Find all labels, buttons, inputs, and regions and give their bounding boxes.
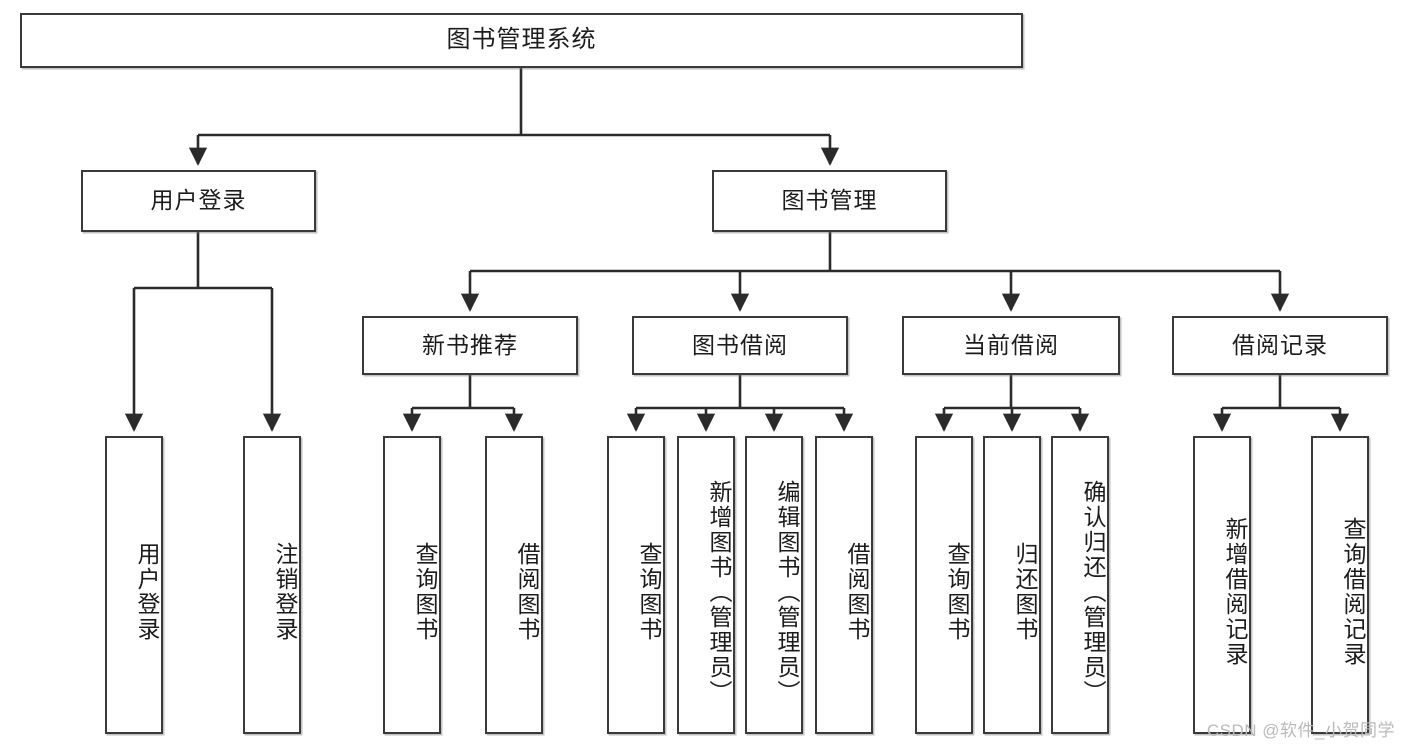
- node-current-borrow-label: 当前借阅: [963, 331, 1059, 358]
- leaf-query-book-2-label: 查询图书: [636, 542, 662, 642]
- watermark: CSDN @软件_小贺同学: [1206, 721, 1395, 740]
- leaf-query-book-1-label: 查询图书: [412, 542, 438, 642]
- node-book-management[interactable]: 图书管理: [712, 170, 947, 232]
- leaf-query-book-2[interactable]: 查询图书: [607, 436, 665, 734]
- leaf-query-record[interactable]: 查询借阅记录: [1311, 436, 1369, 734]
- leaf-add-book[interactable]: 新增图书（管理员）: [677, 436, 735, 734]
- leaf-edit-book[interactable]: 编辑图书（管理员）: [745, 436, 803, 734]
- leaf-borrow-book-1[interactable]: 借阅图书: [485, 436, 543, 734]
- leaf-borrow-book-2-label: 借阅图书: [844, 542, 870, 642]
- node-root[interactable]: 图书管理系统: [20, 13, 1023, 68]
- node-book-management-label: 图书管理: [781, 187, 878, 214]
- leaf-borrow-book-1-label: 借阅图书: [514, 542, 540, 642]
- node-borrow-record[interactable]: 借阅记录: [1172, 316, 1388, 375]
- leaf-query-book-1[interactable]: 查询图书: [383, 436, 441, 734]
- node-user-login[interactable]: 用户登录: [81, 170, 316, 232]
- leaf-add-record[interactable]: 新增借阅记录: [1193, 436, 1251, 734]
- leaf-add-record-label: 新增借阅记录: [1222, 517, 1248, 667]
- leaf-return-book[interactable]: 归还图书: [983, 436, 1041, 734]
- node-borrow-record-label: 借阅记录: [1232, 331, 1328, 358]
- leaf-add-book-label: 新增图书（管理员）: [706, 479, 732, 705]
- node-new-book-recommend-label: 新书推荐: [422, 331, 518, 358]
- leaf-confirm-return-label: 确认归还（管理员）: [1080, 479, 1106, 705]
- leaf-logout-label: 注销登录: [272, 542, 298, 642]
- leaf-user-login-label: 用户登录: [134, 542, 160, 642]
- node-book-borrow-label: 图书借阅: [692, 331, 788, 358]
- leaf-query-book-3-label: 查询图书: [944, 542, 970, 642]
- leaf-user-login[interactable]: 用户登录: [105, 436, 163, 734]
- leaf-return-book-label: 归还图书: [1012, 542, 1038, 642]
- node-current-borrow[interactable]: 当前借阅: [902, 316, 1120, 375]
- node-root-label: 图书管理系统: [446, 26, 597, 54]
- leaf-confirm-return[interactable]: 确认归还（管理员）: [1051, 436, 1109, 734]
- node-book-borrow[interactable]: 图书借阅: [632, 316, 848, 375]
- leaf-logout[interactable]: 注销登录: [243, 436, 301, 734]
- leaf-query-book-3[interactable]: 查询图书: [915, 436, 973, 734]
- leaf-borrow-book-2[interactable]: 借阅图书: [815, 436, 873, 734]
- leaf-query-record-label: 查询借阅记录: [1340, 517, 1366, 667]
- node-user-login-label: 用户登录: [150, 187, 247, 214]
- node-new-book-recommend[interactable]: 新书推荐: [362, 316, 578, 375]
- leaf-edit-book-label: 编辑图书（管理员）: [774, 479, 800, 705]
